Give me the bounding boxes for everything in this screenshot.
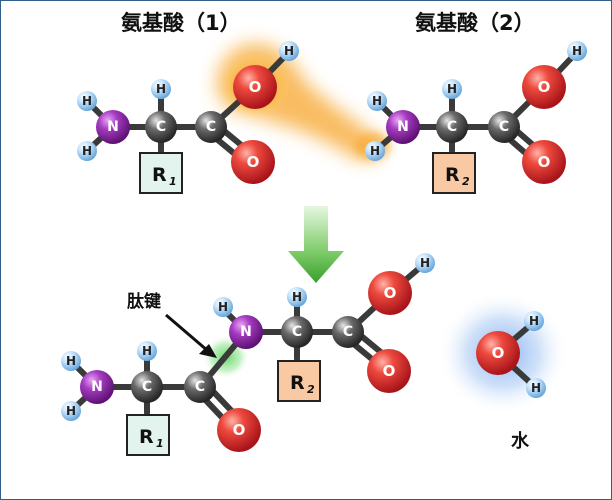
oxygen-atom: O — [367, 349, 411, 393]
svg-text:C: C — [343, 324, 353, 340]
svg-text:O: O — [233, 421, 246, 439]
dipeptide-r2-subscript: 2 — [307, 383, 315, 396]
hydrogen-atom: H — [61, 401, 81, 421]
svg-text:H: H — [529, 314, 539, 328]
hydrogen-atom: H — [442, 79, 462, 99]
dipeptide-r2-label: R — [290, 372, 305, 394]
svg-text:C: C — [499, 119, 509, 135]
svg-text:C: C — [195, 379, 205, 395]
water-molecule: H H O — [437, 291, 569, 415]
hydrogen-atom: H — [287, 287, 307, 307]
reaction-arrow — [288, 206, 344, 283]
oxygen-atom: O — [231, 140, 275, 184]
r2-label: R — [445, 164, 460, 186]
hydrogen-atom: H — [524, 311, 544, 331]
nitrogen-atom: N — [229, 315, 263, 349]
svg-text:O: O — [538, 78, 551, 96]
svg-text:H: H — [420, 256, 430, 270]
hydrogen-atom: H — [61, 351, 81, 371]
svg-text:H: H — [447, 82, 457, 96]
r1-subscript: 1 — [169, 175, 177, 188]
dipeptide-r1-label: R — [139, 426, 154, 448]
svg-text:H: H — [156, 82, 166, 96]
r1-box — [139, 152, 183, 194]
carbon-atom: C — [332, 316, 364, 348]
r2-subscript: 2 — [462, 175, 470, 188]
hydrogen-atom: H — [77, 141, 97, 161]
svg-text:N: N — [107, 119, 119, 135]
water-label: 水 — [511, 430, 530, 452]
svg-text:C: C — [292, 324, 302, 340]
r1-label: R — [152, 164, 167, 186]
svg-text:H: H — [292, 290, 302, 304]
svg-text:H: H — [82, 94, 92, 108]
oxygen-atom: O — [368, 271, 412, 315]
hydrogen-atom: H — [151, 79, 171, 99]
svg-text:H: H — [572, 44, 582, 58]
peptide-bond-pointer-arrow — [165, 313, 217, 358]
oxygen-atom: O — [233, 65, 277, 109]
hydrogen-atom: H — [415, 253, 435, 273]
oxygen-atom: O — [522, 65, 566, 109]
r2-box — [432, 152, 476, 194]
carbon-atom: C — [436, 111, 468, 143]
carbon-atom: C — [195, 111, 227, 143]
svg-text:H: H — [531, 381, 541, 395]
svg-text:N: N — [240, 324, 252, 340]
nitrogen-atom: N — [386, 110, 420, 144]
svg-text:O: O — [384, 284, 397, 302]
svg-text:H: H — [142, 344, 152, 358]
amino-acid-2-title: 氨基酸（2） — [415, 11, 535, 35]
svg-text:N: N — [397, 119, 409, 135]
dipeptide-r1-box — [126, 414, 170, 456]
amino-acid-1-molecule: R 1 H H H H N C C O O — [77, 41, 299, 194]
hydrogen-atom: H — [526, 378, 546, 398]
nitrogen-atom: N — [80, 370, 114, 404]
peptide-bond-label: 肽键 — [127, 291, 161, 312]
svg-text:O: O — [247, 153, 260, 171]
svg-text:C: C — [156, 119, 166, 135]
dipeptide-r2-box — [277, 360, 321, 402]
carbon-atom: C — [488, 111, 520, 143]
svg-text:O: O — [492, 344, 505, 362]
oxygen-atom: O — [217, 408, 261, 452]
carbon-atom: C — [131, 371, 163, 403]
hydrogen-atom: H — [137, 341, 157, 361]
hydrogen-atom: H — [567, 41, 587, 61]
svg-text:N: N — [91, 379, 103, 395]
svg-text:H: H — [218, 300, 228, 314]
dipeptide-molecule: R 1 R 2 H H H H H H N N C C C C O O O — [61, 253, 435, 456]
svg-text:C: C — [447, 119, 457, 135]
hydrogen-atom: H — [77, 91, 97, 111]
carbon-atom: C — [281, 316, 313, 348]
carbon-atom: C — [145, 111, 177, 143]
amino-acid-1-title: 氨基酸（1） — [121, 11, 241, 35]
oxygen-atom: O — [476, 331, 520, 375]
svg-text:O: O — [538, 153, 551, 171]
hydrogen-atom: H — [279, 41, 299, 61]
svg-text:H: H — [66, 404, 76, 418]
amino-acid-2-molecule: R 2 H H H H N C C O O — [365, 41, 587, 194]
hydrogen-atom: H — [213, 297, 233, 317]
dipeptide-r1-subscript: 1 — [156, 437, 164, 450]
svg-text:O: O — [249, 78, 262, 96]
svg-text:O: O — [383, 362, 396, 380]
nitrogen-atom: N — [96, 110, 130, 144]
svg-text:H: H — [82, 144, 92, 158]
svg-text:C: C — [206, 119, 216, 135]
oxygen-atom: O — [522, 140, 566, 184]
svg-text:H: H — [66, 354, 76, 368]
hydrogen-atom: H — [365, 141, 385, 161]
hydrogen-atom: H — [367, 91, 387, 111]
svg-text:H: H — [284, 44, 294, 58]
svg-text:H: H — [372, 94, 382, 108]
carbon-atom: C — [184, 371, 216, 403]
svg-text:C: C — [142, 379, 152, 395]
svg-text:H: H — [370, 144, 380, 158]
